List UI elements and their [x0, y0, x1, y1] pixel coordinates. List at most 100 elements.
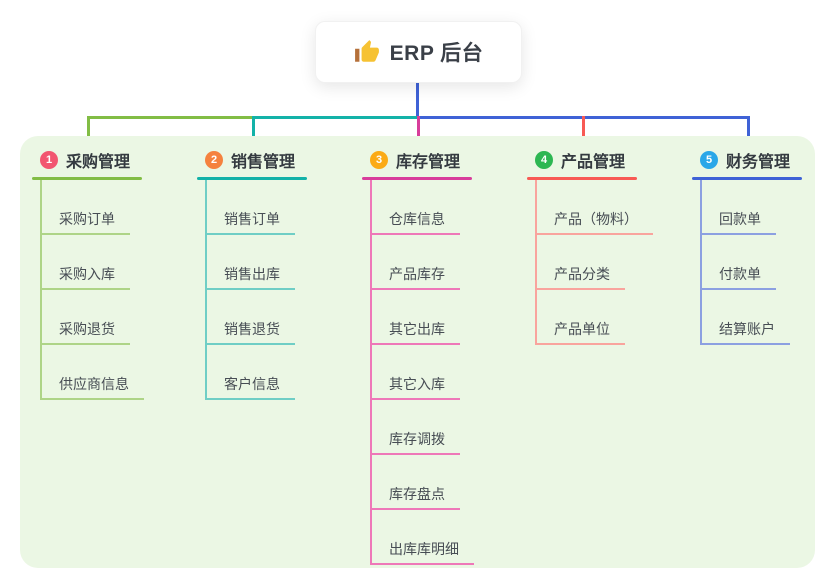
- item-node[interactable]: 产品（物料）: [537, 180, 687, 235]
- branch-heading[interactable]: 2 销售管理: [197, 148, 362, 172]
- item-label: 其它出库: [389, 321, 445, 338]
- root-node-label: ERP 后台: [389, 42, 484, 65]
- branch-underline: [527, 177, 637, 180]
- item-underline: [42, 343, 130, 345]
- branch-items: 采购订单 采购入库 采购退货 供应商信息: [40, 180, 197, 400]
- item-label: 回款单: [719, 211, 761, 228]
- branch-heading[interactable]: 5 财务管理: [692, 148, 839, 172]
- item-node[interactable]: 产品分类: [537, 235, 687, 290]
- branch-label: 销售管理: [231, 154, 296, 171]
- item-node[interactable]: 销售订单: [207, 180, 357, 235]
- item-underline: [537, 288, 625, 290]
- connector-line: [582, 116, 585, 148]
- item-label: 出库库明细: [389, 541, 459, 558]
- branch-number-badge: 5: [700, 151, 718, 169]
- connector-line: [87, 116, 90, 148]
- item-label: 产品（物料）: [554, 211, 638, 228]
- item-node[interactable]: 库存盘点: [372, 455, 522, 510]
- branch-node-2: 2 销售管理 销售订单 销售出库 销售退货 客户信息: [197, 148, 362, 400]
- item-underline: [207, 233, 295, 235]
- item-label: 采购退货: [59, 321, 115, 338]
- item-node[interactable]: 采购退货: [42, 290, 192, 345]
- item-underline: [702, 343, 790, 345]
- item-underline: [42, 288, 130, 290]
- item-underline: [537, 343, 625, 345]
- item-label: 产品分类: [554, 266, 610, 283]
- item-underline: [702, 288, 776, 290]
- item-label: 供应商信息: [59, 376, 129, 393]
- item-label: 采购入库: [59, 266, 115, 283]
- thumbs-up-icon: [354, 40, 379, 62]
- item-node[interactable]: 产品单位: [537, 290, 687, 345]
- item-label: 库存盘点: [389, 486, 445, 503]
- item-label: 结算账户: [719, 321, 775, 338]
- branch-underline: [197, 177, 307, 180]
- branch-underline: [362, 177, 472, 180]
- branch-number-badge: 1: [40, 151, 58, 169]
- item-label: 销售退货: [224, 321, 280, 338]
- branch-label: 采购管理: [66, 154, 131, 171]
- item-label: 产品库存: [389, 266, 445, 283]
- item-underline: [42, 233, 130, 235]
- item-underline: [372, 343, 460, 345]
- item-label: 其它入库: [389, 376, 445, 393]
- branch-label: 产品管理: [561, 154, 626, 171]
- item-underline: [372, 453, 460, 455]
- branch-node-4: 4 产品管理 产品（物料） 产品分类 产品单位: [527, 148, 692, 345]
- item-node[interactable]: 产品库存: [372, 235, 522, 290]
- root-node[interactable]: ERP 后台: [315, 21, 522, 83]
- item-underline: [207, 288, 295, 290]
- connector-line: [252, 116, 418, 119]
- connector-line: [416, 83, 419, 119]
- item-node[interactable]: 库存调拨: [372, 400, 522, 455]
- item-underline: [372, 508, 460, 510]
- item-underline: [207, 343, 295, 345]
- item-node[interactable]: 仓库信息: [372, 180, 522, 235]
- item-label: 销售订单: [224, 211, 280, 228]
- item-node[interactable]: 其它入库: [372, 345, 522, 400]
- item-label: 客户信息: [224, 376, 280, 393]
- item-underline: [207, 398, 295, 400]
- connector-line: [87, 116, 255, 119]
- branch-heading[interactable]: 1 采购管理: [32, 148, 197, 172]
- item-node[interactable]: 付款单: [702, 235, 839, 290]
- item-node[interactable]: 客户信息: [207, 345, 357, 400]
- item-node[interactable]: 采购入库: [42, 235, 192, 290]
- branch-heading[interactable]: 3 库存管理: [362, 148, 527, 172]
- item-node[interactable]: 供应商信息: [42, 345, 192, 400]
- branch-heading[interactable]: 4 产品管理: [527, 148, 692, 172]
- branch-items: 销售订单 销售出库 销售退货 客户信息: [205, 180, 362, 400]
- branch-underline: [692, 177, 802, 180]
- item-label: 销售出库: [224, 266, 280, 283]
- connector-line: [252, 116, 255, 148]
- item-node[interactable]: 结算账户: [702, 290, 839, 345]
- item-underline: [372, 398, 460, 400]
- item-underline: [372, 233, 460, 235]
- branch-items: 仓库信息 产品库存 其它出库 其它入库 库存调拨 库存盘点 出库库明细: [370, 180, 527, 565]
- item-node[interactable]: 采购订单: [42, 180, 192, 235]
- branch-items: 产品（物料） 产品分类 产品单位: [535, 180, 692, 345]
- branch-items: 回款单 付款单 结算账户: [700, 180, 839, 345]
- item-label: 采购订单: [59, 211, 115, 228]
- item-node[interactable]: 销售退货: [207, 290, 357, 345]
- branch-node-1: 1 采购管理 采购订单 采购入库 采购退货 供应商信息: [32, 148, 197, 400]
- branch-number-badge: 3: [370, 151, 388, 169]
- connector-line: [747, 116, 750, 148]
- branch-underline: [32, 177, 142, 180]
- item-node[interactable]: 销售出库: [207, 235, 357, 290]
- item-node[interactable]: 回款单: [702, 180, 839, 235]
- item-underline: [372, 563, 474, 565]
- branch-number-badge: 4: [535, 151, 553, 169]
- branch-node-3: 3 库存管理 仓库信息 产品库存 其它出库 其它入库 库存调拨 库存盘点 出库库…: [362, 148, 527, 565]
- item-label: 库存调拨: [389, 431, 445, 448]
- item-node[interactable]: 出库库明细: [372, 510, 522, 565]
- branch-label: 财务管理: [726, 154, 791, 171]
- item-underline: [537, 233, 653, 235]
- connector-line: [417, 116, 420, 148]
- item-label: 产品单位: [554, 321, 610, 338]
- branch-number-badge: 2: [205, 151, 223, 169]
- item-label: 付款单: [719, 266, 761, 283]
- item-node[interactable]: 其它出库: [372, 290, 522, 345]
- branches-panel: [20, 136, 815, 568]
